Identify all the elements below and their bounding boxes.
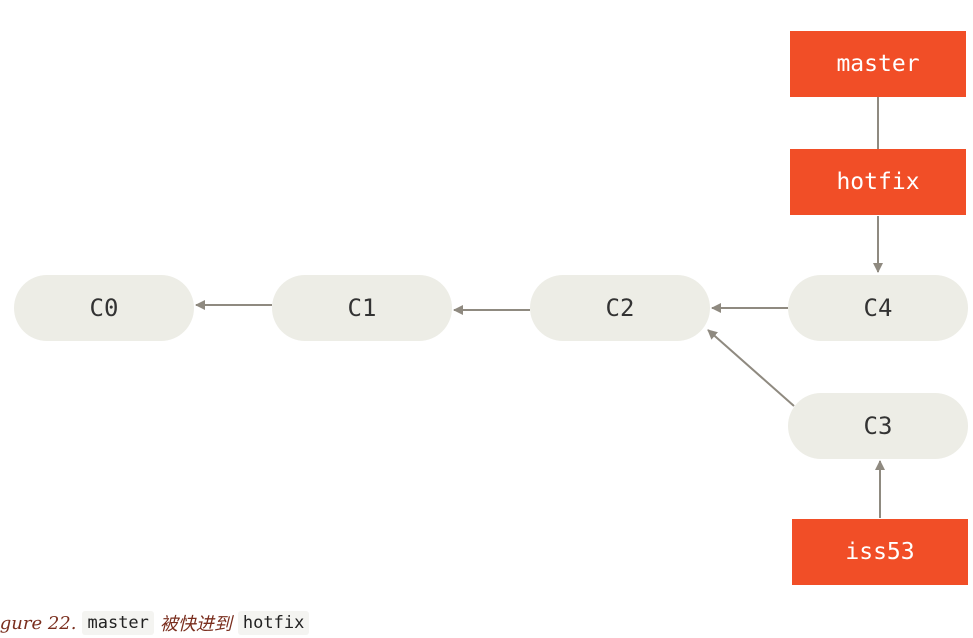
branch-hotfix-label: hotfix bbox=[836, 169, 920, 195]
branch-iss53: iss53 bbox=[792, 519, 968, 585]
commit-graph: C0 C1 C2 C4 C3 master hotfix iss53 bbox=[14, 31, 968, 585]
commit-c4: C4 bbox=[788, 275, 968, 341]
branch-hotfix: hotfix bbox=[790, 149, 966, 215]
commit-c4-label: C4 bbox=[863, 294, 893, 322]
figure-caption: igure 22. master 被快进到 hotfix bbox=[0, 608, 310, 638]
commit-c2: C2 bbox=[530, 275, 710, 341]
commit-c0: C0 bbox=[14, 275, 194, 341]
commit-c2-label: C2 bbox=[605, 294, 635, 322]
branch-master-label: master bbox=[836, 51, 920, 77]
graph-arrows bbox=[195, 97, 885, 518]
caption-text: 被快进到 bbox=[159, 614, 232, 635]
commit-c1: C1 bbox=[272, 275, 452, 341]
branch-iss53-label: iss53 bbox=[845, 539, 915, 565]
figure-label: igure 22. bbox=[0, 612, 77, 634]
arrow-c3-c2 bbox=[707, 329, 795, 407]
commit-c3: C3 bbox=[788, 393, 968, 459]
caption-code-hotfix: hotfix bbox=[237, 611, 310, 635]
caption-code-master: master bbox=[82, 611, 154, 635]
commit-c0-label: C0 bbox=[89, 294, 119, 322]
branch-master: master bbox=[790, 31, 966, 97]
commit-c1-label: C1 bbox=[347, 294, 377, 322]
commit-c3-label: C3 bbox=[863, 412, 893, 440]
